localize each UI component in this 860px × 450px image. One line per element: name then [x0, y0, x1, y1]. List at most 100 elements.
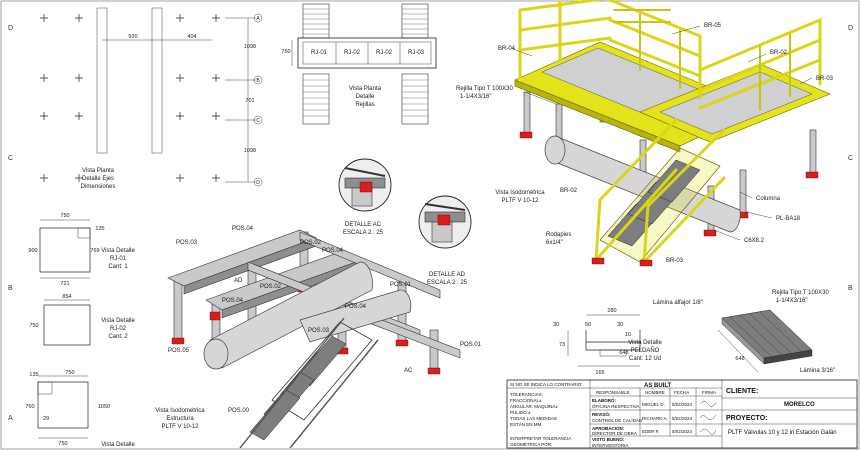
pos-label: POS.03	[176, 240, 198, 246]
rj03-dim: 29	[43, 416, 49, 422]
axis-marker-circle	[253, 177, 263, 187]
detail-ad-circle: DETALLE AD ESCALA 2 : 25	[418, 195, 472, 286]
tb-role: VISTO BUENO:	[592, 437, 625, 442]
tb-date: 5/02/2024	[672, 429, 693, 434]
row-marker: C	[848, 155, 853, 162]
part-label: BR-02	[770, 50, 788, 56]
view-caption: Vista Detalle	[101, 248, 135, 254]
tb-date: 5/02/2024	[672, 416, 693, 421]
tb-role: ELABORÓ:	[592, 396, 617, 403]
part-label: Columna	[756, 196, 781, 202]
view-caption: Rejillas	[355, 102, 374, 108]
rj03-dim: 760	[25, 404, 34, 410]
tb-dept: OFICINA RESPECTIVA	[592, 404, 639, 409]
iso-platform: BR-04 BR-05 BR-02 BR-03 BR-02 BR-03 Colu…	[456, 0, 834, 267]
step-dim: 10	[625, 332, 631, 338]
view-caption: Estructura	[166, 416, 194, 422]
rj01-dim: 135	[95, 226, 104, 232]
rj03-dim: 750	[65, 370, 74, 376]
pos-label: POS.01	[460, 342, 482, 348]
tb-name: MIGUEL D.	[642, 402, 665, 407]
tb-geom-note: INTERPRETAR TOLERANCIA	[510, 436, 571, 441]
view-caption: Cant: 12 Ud	[629, 356, 661, 362]
grating-label: RJ-02	[376, 50, 393, 56]
view-caption: Vista Detalle	[101, 318, 135, 324]
axis-dim: 1098	[244, 148, 256, 154]
tb-tolerance: FRACCIONAL±	[510, 398, 542, 403]
view-caption: Detalle Ejes	[82, 176, 114, 182]
view-caption: Cant: 1	[108, 264, 128, 270]
tb-name: RICHARD A.	[642, 416, 668, 421]
tb-date: 5/02/2024	[672, 402, 693, 407]
step-dim: 648	[735, 356, 744, 362]
view-caption: Cant: 2	[108, 334, 128, 340]
detail-ref: AD	[234, 278, 243, 284]
tb-name: EDER F.	[642, 429, 659, 434]
axis-marker: B	[256, 78, 260, 84]
step-dim: 30	[617, 322, 623, 328]
step-dim: 648	[619, 350, 628, 356]
tb-note: SI NO SE INDICA LO CONTRARIO:	[510, 382, 583, 387]
tb-header: NOMBRE	[645, 390, 665, 395]
view-caption: Dimensiones	[81, 184, 116, 190]
rj01-dim: 900	[28, 248, 37, 254]
step-dim: 50	[585, 322, 591, 328]
part-label: BR-05	[704, 23, 722, 29]
pos-label: POS.04	[232, 226, 254, 232]
view-caption: Vista Isodométrica	[155, 408, 205, 414]
detail-caption: DETALLE AD	[429, 272, 466, 278]
rj03-dim: 135	[29, 372, 38, 378]
pos-label: POS.02	[300, 240, 322, 246]
rj01-dim: 769	[90, 248, 99, 254]
grating-label: RJ-01	[311, 50, 328, 56]
tb-role: APROBACIÓN:	[592, 424, 625, 431]
view-caption: Vista Isodométrica	[495, 190, 545, 196]
tb-as-built: AS BUILT	[644, 383, 672, 389]
step-dim: 30	[553, 322, 559, 328]
step-dim: 165	[595, 370, 604, 376]
detail-ref: AC	[404, 368, 413, 374]
axis-marker: D	[256, 180, 260, 186]
tb-header: RESPONSABLE	[596, 390, 630, 395]
row-marker: C	[8, 155, 13, 162]
rj02-dim: 750	[29, 323, 38, 329]
detail-rj01: 750 135 900 769 721 Vista Detalle RJ-01 …	[28, 213, 135, 287]
grating-callout: Rejilla Tipo T 100X30	[456, 86, 513, 92]
pos-label: POS.04	[345, 304, 367, 310]
rodapies-callout: Rodapies	[546, 232, 571, 238]
plan-axes-view: 920 404 A B C D 1098 701 1098 Vista Plan…	[40, 7, 263, 190]
iso-structure: POS.03 POS.04 POS.02 POS.04 POS.01 POS.0…	[155, 226, 482, 449]
axis-dim: 701	[245, 98, 254, 104]
tb-project-label: PROYECTO:	[726, 415, 768, 422]
tb-client-label: CLIENTE:	[726, 388, 758, 395]
tb-tolerance: ANGULAR: MAQUINA±	[510, 404, 558, 409]
tb-header: FECHA	[674, 390, 689, 395]
tb-tolerance: PULIDO ±	[510, 410, 531, 415]
tb-client: MORELCO	[784, 402, 815, 408]
view-caption: RJ-01	[110, 256, 127, 262]
tb-dept: DIRECTOR DE OBRA	[592, 431, 637, 436]
axis-marker-circle	[253, 75, 263, 85]
pos-label: POS.05	[168, 348, 190, 354]
view-caption: PLTF V 10-12	[162, 424, 200, 430]
detail-caption: ESCALA 2 : 25	[343, 230, 384, 236]
part-label: BR-03	[666, 258, 684, 264]
step-label: Lámina 3/16"	[800, 368, 835, 374]
part-label: BR-02	[560, 188, 578, 194]
view-caption: Detalle	[356, 94, 375, 100]
grating-callout: 1-1/4X3/16"	[460, 94, 492, 100]
tb-tolerance: TOLERANCIAS:	[510, 392, 543, 397]
axis-dim: 1098	[244, 44, 256, 50]
tb-tolerance: TODAS LAS MEDIDAS	[510, 416, 557, 421]
view-caption: PELDAÑO	[631, 347, 660, 354]
pos-label: POS.02	[260, 284, 282, 290]
part-label: PL-BA18	[776, 216, 801, 222]
rj03-dim: 750	[58, 441, 67, 447]
step-detail: 280 30 50 30 10 73 165 648 Vista Detalle…	[553, 290, 835, 376]
row-marker: D	[8, 25, 13, 32]
axis-marker-circle	[253, 13, 263, 23]
signature	[699, 428, 717, 435]
detail-rj03: 135 750 760 1050 29 750 Vista Detalle	[25, 370, 135, 448]
